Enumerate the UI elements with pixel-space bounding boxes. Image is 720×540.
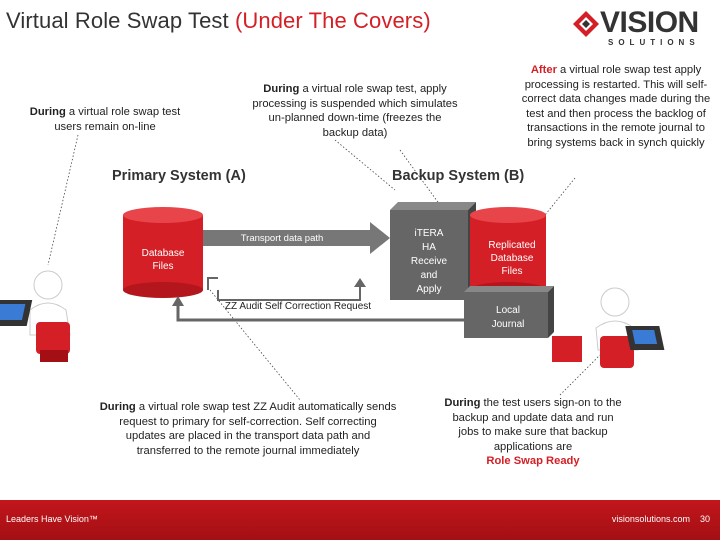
note-after: After a virtual role swap test apply pro…	[514, 63, 718, 150]
note-test-users: During the test users sign-on to the bac…	[443, 396, 623, 469]
primary-db-label-1: Database	[142, 248, 185, 259]
title-main: Virtual Role Swap Test	[6, 8, 229, 33]
primary-database-icon	[123, 207, 203, 298]
callout-line-users	[47, 134, 79, 266]
backup-system-label: Backup System (B)	[392, 168, 525, 184]
note-zz-audit-lead: During	[99, 401, 136, 413]
footer-bar	[0, 500, 720, 540]
logo-mark-icon	[573, 11, 599, 37]
title-sub: (Under The Covers)	[234, 8, 431, 33]
callout-line-suspended-2	[399, 149, 441, 206]
self-correction-arrow	[176, 304, 464, 322]
note-suspended-lead: During	[263, 83, 300, 95]
note-zz-audit: During a virtual role swap test ZZ Audit…	[98, 400, 398, 458]
note-users-online: During a virtual role swap test users re…	[16, 105, 194, 134]
note-after-lead: After	[530, 64, 557, 76]
note-test-users-emphasis: Role Swap Ready	[486, 455, 580, 467]
note-users-online-lead: During	[29, 106, 66, 118]
note-suspended-text: a virtual role swap test, apply processi…	[252, 83, 458, 139]
callout-line-test-users	[559, 354, 601, 396]
callout-line-zz	[209, 289, 301, 401]
note-test-users-text: the test users sign-on to the backup and…	[452, 397, 622, 453]
itera-label-3: Receive	[411, 256, 448, 267]
vision-logo: VISION SOLUTIONS	[572, 6, 712, 48]
primary-system-label: Primary System (A)	[112, 168, 246, 184]
local-journal-box	[464, 286, 554, 338]
transport-label: Transport data path	[241, 233, 324, 244]
backup-user-icon	[552, 287, 665, 368]
primary-user-icon	[0, 270, 71, 362]
correction-label: ZZ Audit Self Correction Request	[225, 301, 371, 312]
logo-tagline: SOLUTIONS	[608, 38, 700, 47]
note-test-users-lead: During	[444, 397, 481, 409]
itera-label-4: and	[421, 270, 438, 281]
self-correction-arrowhead-left	[172, 296, 184, 306]
note-suspended: During a virtual role swap test, apply p…	[250, 82, 460, 140]
footer-right: visionsolutions.com 30	[612, 514, 710, 524]
slide-title: Virtual Role Swap Test (Under The Covers…	[6, 8, 431, 34]
note-zz-audit-text: a virtual role swap test ZZ Audit automa…	[119, 401, 397, 457]
journal-label-1: Local	[496, 305, 520, 316]
note-after-text: a virtual role swap test apply processin…	[521, 64, 711, 149]
itera-label-2: HA	[422, 242, 436, 253]
note-users-online-text: a virtual role swap test users remain on…	[54, 106, 181, 133]
footer-tagline: Leaders Have Vision™	[6, 514, 98, 524]
backup-db-label-1: Replicated	[488, 240, 535, 251]
callout-line-after	[544, 177, 576, 216]
journal-label-2: Journal	[492, 319, 525, 330]
itera-label-5: Apply	[416, 284, 441, 295]
itera-label-1: iTERA	[415, 228, 444, 239]
backup-db-label-2: Database	[491, 253, 534, 264]
footer-page-number: 30	[699, 514, 710, 524]
transport-feedback-arrowhead	[354, 278, 366, 287]
callout-line-suspended	[334, 139, 396, 191]
footer-website: visionsolutions.com	[611, 514, 690, 524]
transport-arrow	[203, 222, 390, 254]
transport-feedback-arrow	[207, 277, 361, 301]
primary-db-label-2: Files	[152, 261, 173, 272]
backup-db-label-3: Files	[501, 266, 522, 277]
logo-word: VISION	[600, 6, 699, 39]
